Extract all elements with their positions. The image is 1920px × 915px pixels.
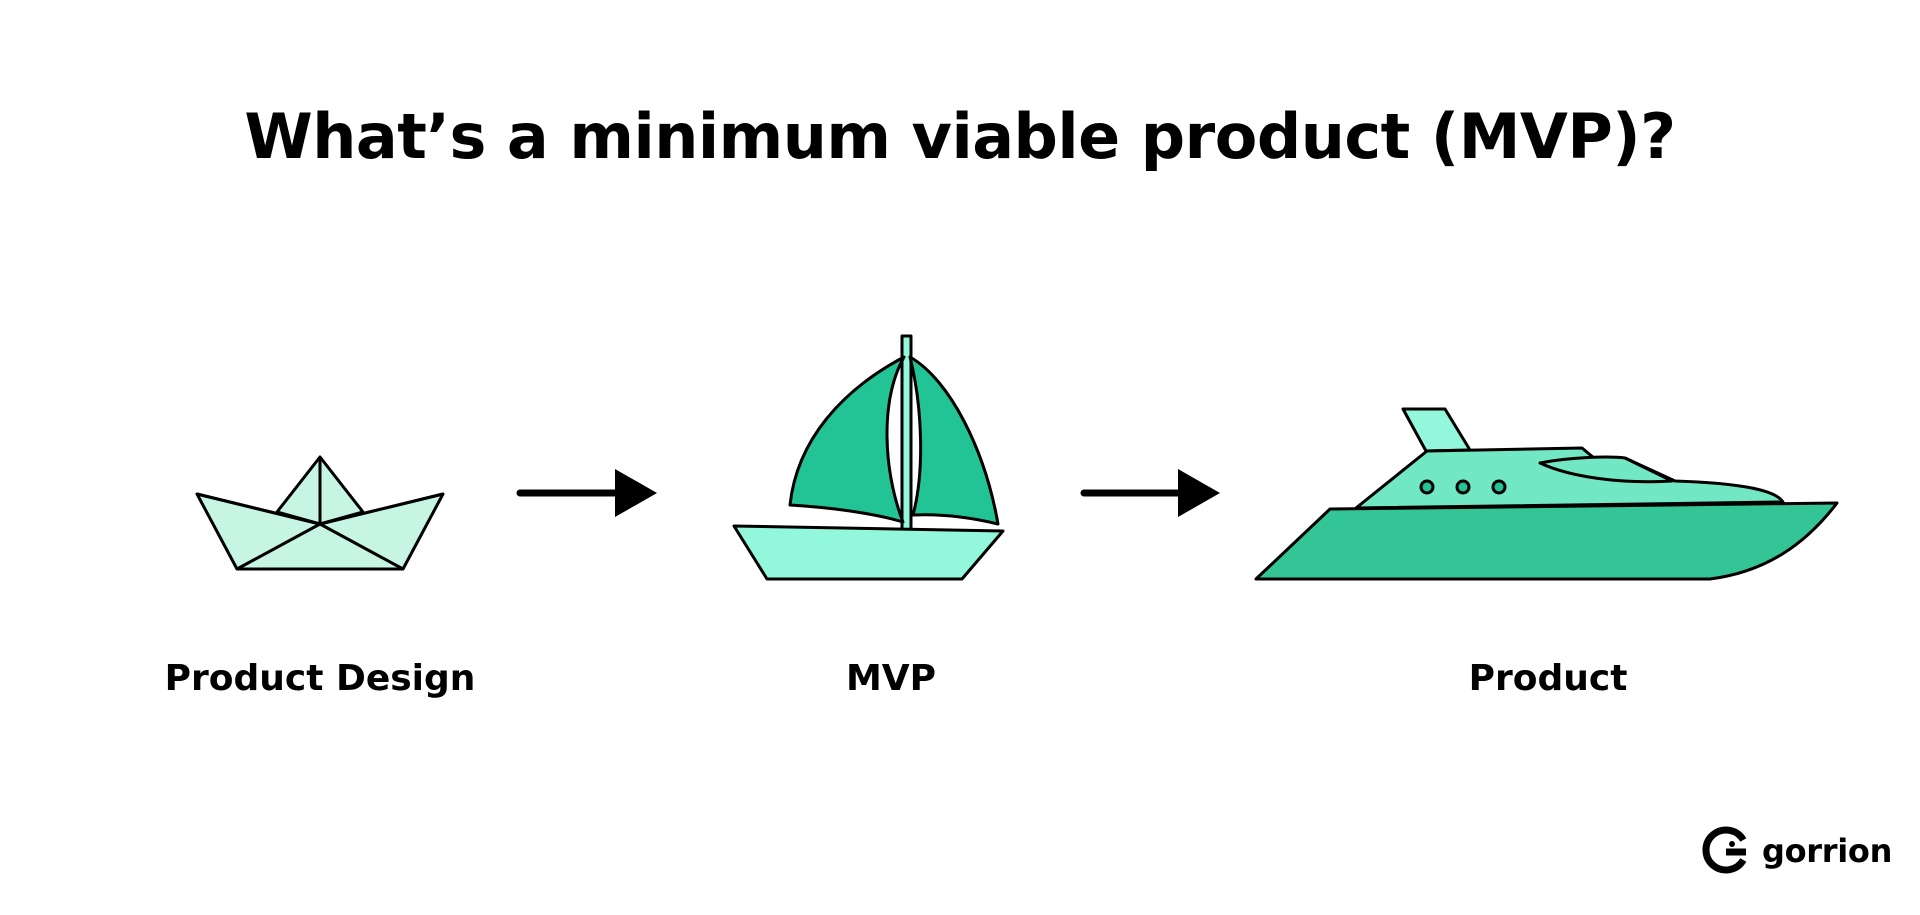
brand-logo: gorrion — [1700, 826, 1892, 876]
stage-label-product-design: Product Design — [164, 658, 476, 699]
stage-label-product: Product — [1468, 658, 1628, 699]
arrow-right-icon — [1080, 469, 1220, 517]
arrow-right-icon — [516, 469, 657, 517]
brand-name: gorrion — [1762, 832, 1893, 870]
paper-boat-icon — [195, 455, 445, 571]
logo-spacer — [1700, 826, 1750, 876]
page-title: What’s a minimum viable product (MVP)? — [244, 100, 1676, 173]
yacht-icon — [1254, 407, 1839, 581]
stage-label-mvp: MVP — [845, 658, 937, 699]
gorrion-logo-icon — [1702, 826, 1747, 874]
sailboat-icon — [732, 334, 1005, 581]
